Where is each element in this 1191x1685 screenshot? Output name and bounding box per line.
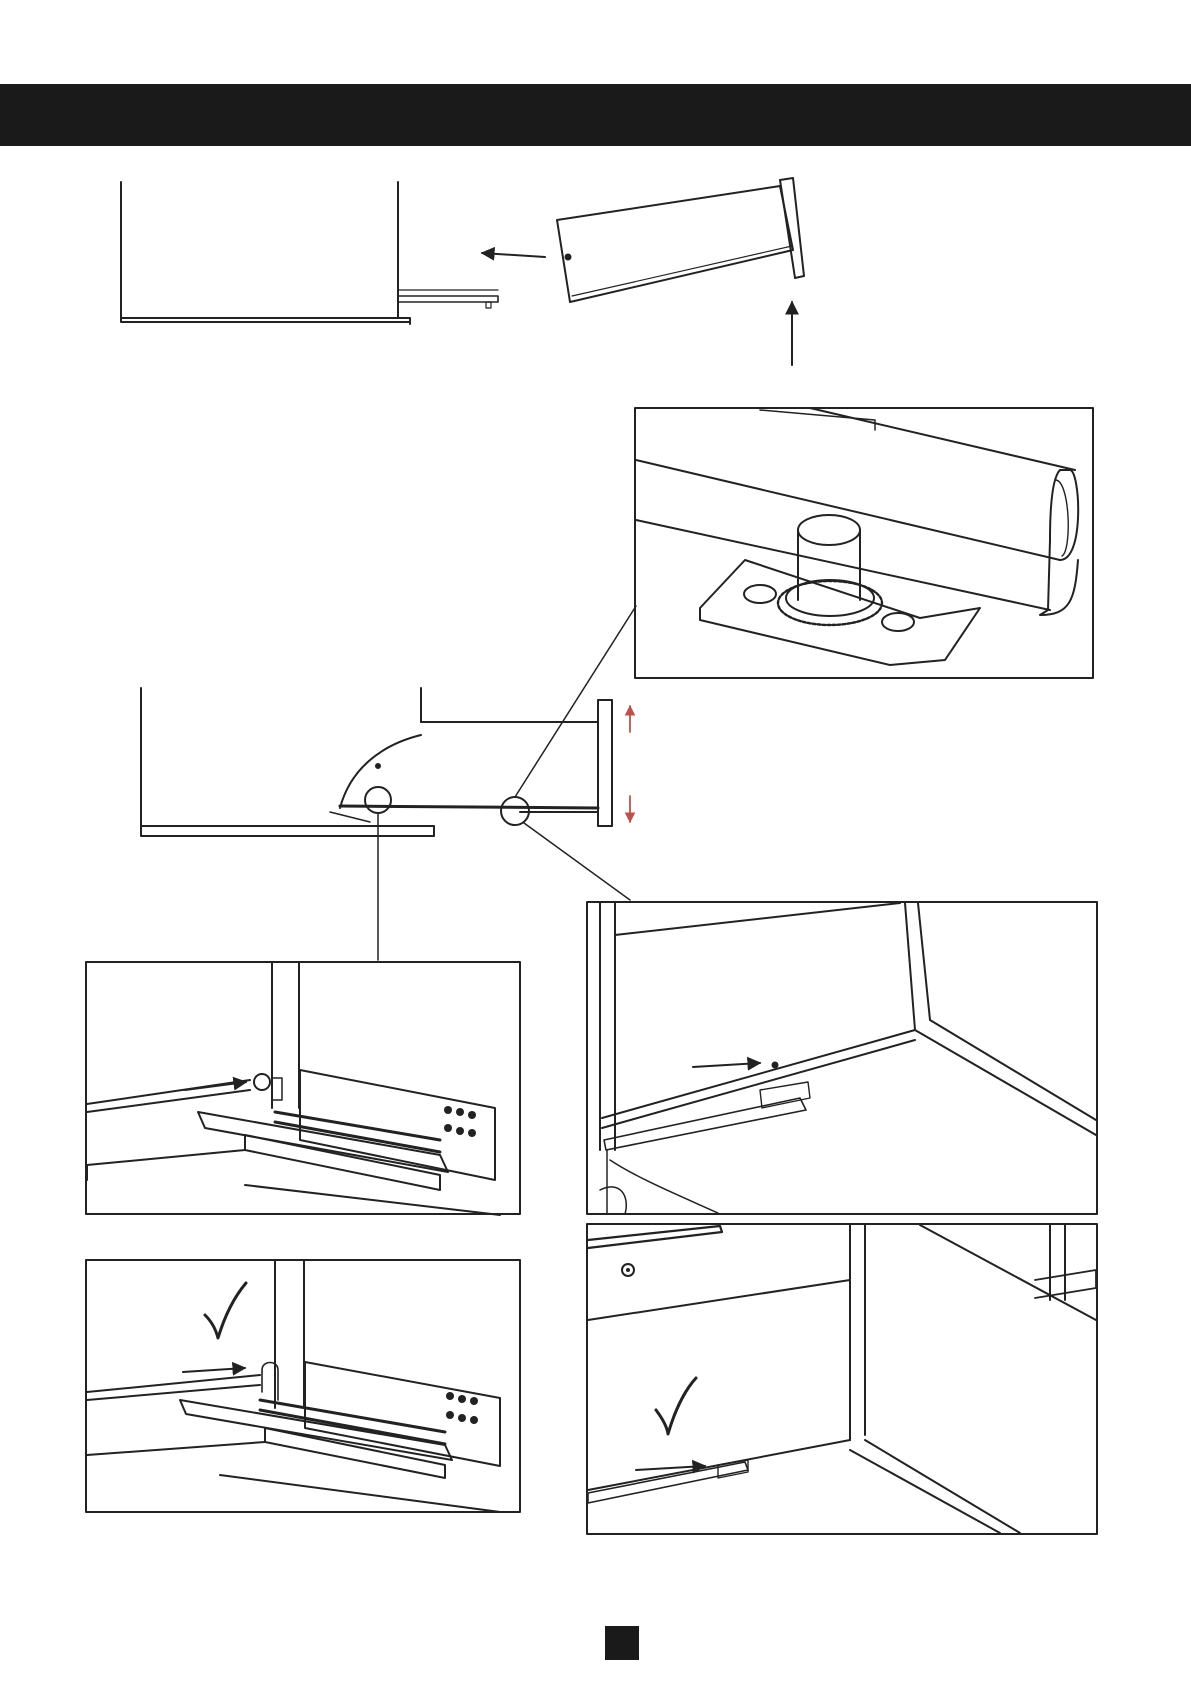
- detail-rear-engaged: [587, 1224, 1097, 1534]
- page-number-marker: [605, 1626, 639, 1660]
- detail-front-locking-pin: [86, 962, 520, 1215]
- checkmark-icon: [656, 1378, 696, 1434]
- pull-out-arrow: [482, 253, 545, 257]
- checkmark-icon: [205, 1283, 246, 1338]
- detail-rear-bracket-pin: [587, 902, 1097, 1214]
- step-remove-drawer: [121, 178, 804, 365]
- detail-rail-pin-gear: [635, 408, 1093, 678]
- detail-front-locked: [86, 1260, 520, 1512]
- side-view-drawer: [141, 606, 636, 960]
